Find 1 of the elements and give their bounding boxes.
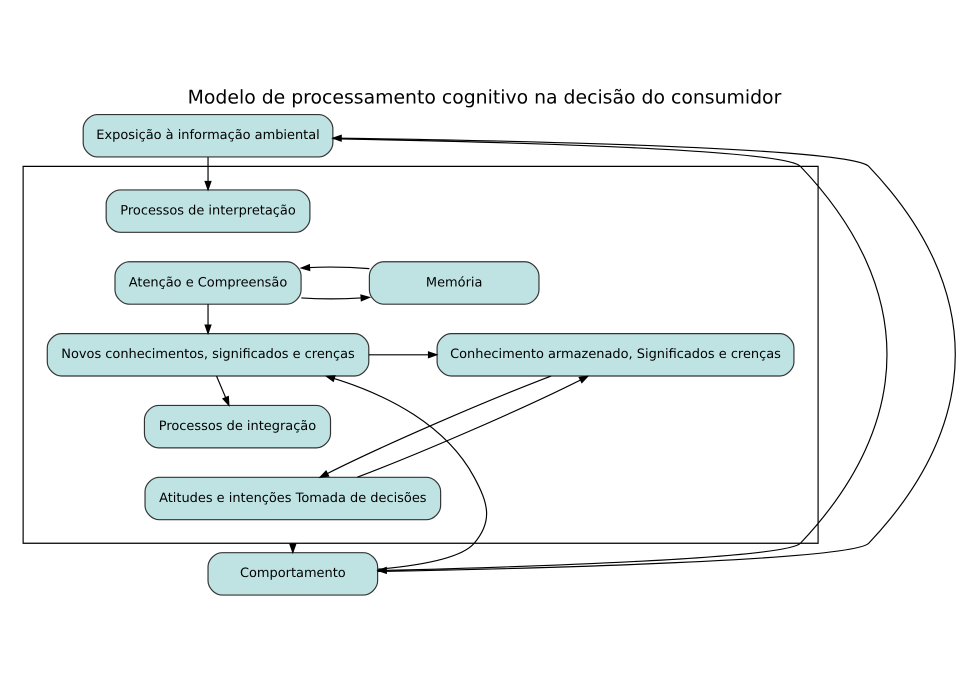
- diagram-title: Modelo de processamento cognitivo na decisão do consumidor: [187, 88, 781, 109]
